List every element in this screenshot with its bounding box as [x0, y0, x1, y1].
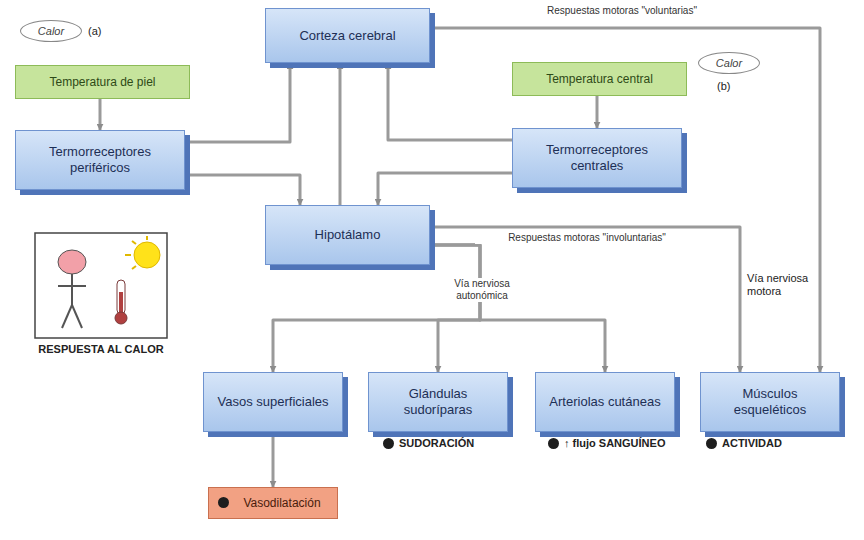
connector-arrow [378, 173, 512, 205]
effector-box: Vasos superficiales [203, 372, 343, 432]
input-box: Temperatura central [512, 62, 687, 96]
connector-arrow [430, 227, 740, 372]
connector-arrow [597, 96, 598, 128]
node-text: Corteza cerebral [299, 28, 395, 44]
pathway-label: Vía nerviosa motora [747, 272, 813, 298]
node-text: Termorreceptores periféricos [24, 144, 176, 175]
process-box: Hipotálamo [265, 205, 430, 265]
node-text: Músculos esqueléticos [709, 386, 831, 417]
node-text: Hipotálamo [315, 227, 381, 243]
callout-label: (a) [88, 25, 101, 38]
node-text: Glándulas sudoríparas [377, 386, 499, 417]
connector-arrow [430, 28, 820, 372]
node-text: Vasos superficiales [217, 394, 328, 410]
connector-arrow [340, 63, 341, 205]
connector-arrow [273, 432, 274, 487]
connector-arrow [100, 99, 101, 130]
effect-label: SUDORACIÓN [383, 437, 474, 450]
node-text: Calor [38, 25, 64, 37]
process-box: Termorreceptores centrales [512, 128, 682, 188]
process-box: Corteza cerebral [265, 8, 430, 63]
picture-frame [35, 233, 167, 338]
connector-arrow [430, 245, 480, 372]
node-text: Calor [716, 57, 742, 69]
node-text: Vasodilatación [243, 496, 320, 510]
node-text: Temperatura de piel [49, 75, 155, 89]
node-text: Temperatura central [546, 72, 653, 86]
effector-box: Músculos esqueléticos [700, 372, 840, 432]
connector-arrow [185, 175, 300, 205]
node-text: Arteriolas cutáneas [549, 394, 660, 410]
edge-label: Respuestas motoras "involuntarias" [475, 232, 699, 244]
stimulus-oval: Calor [20, 20, 82, 42]
effect-label: ↑ flujo SANGUÍNEO [548, 437, 674, 450]
callout-label: (b) [717, 80, 730, 93]
process-box: Termorreceptores periféricos [15, 130, 185, 190]
edge-label: Vía nerviosa autonómica [440, 278, 524, 302]
picture-caption: RESPUESTA AL CALOR [35, 343, 167, 356]
effect-label: ACTIVIDAD [706, 437, 782, 450]
connector-arrow [185, 63, 290, 142]
effector-box: Glándulas sudoríparas [368, 372, 508, 432]
connector-arrow [388, 63, 512, 140]
input-box: Temperatura de piel [15, 65, 190, 99]
effector-box: Arteriolas cutáneas [535, 372, 675, 432]
connector-arrow [430, 245, 605, 372]
stimulus-oval: Calor [698, 52, 760, 74]
person-figure [58, 250, 86, 328]
node-text: Termorreceptores centrales [521, 142, 673, 173]
sun-icon [125, 236, 160, 269]
response-box: Vasodilatación [208, 487, 338, 519]
thermometer-icon [115, 280, 127, 324]
edge-label: Respuestas motoras "voluntarias" [505, 5, 739, 17]
